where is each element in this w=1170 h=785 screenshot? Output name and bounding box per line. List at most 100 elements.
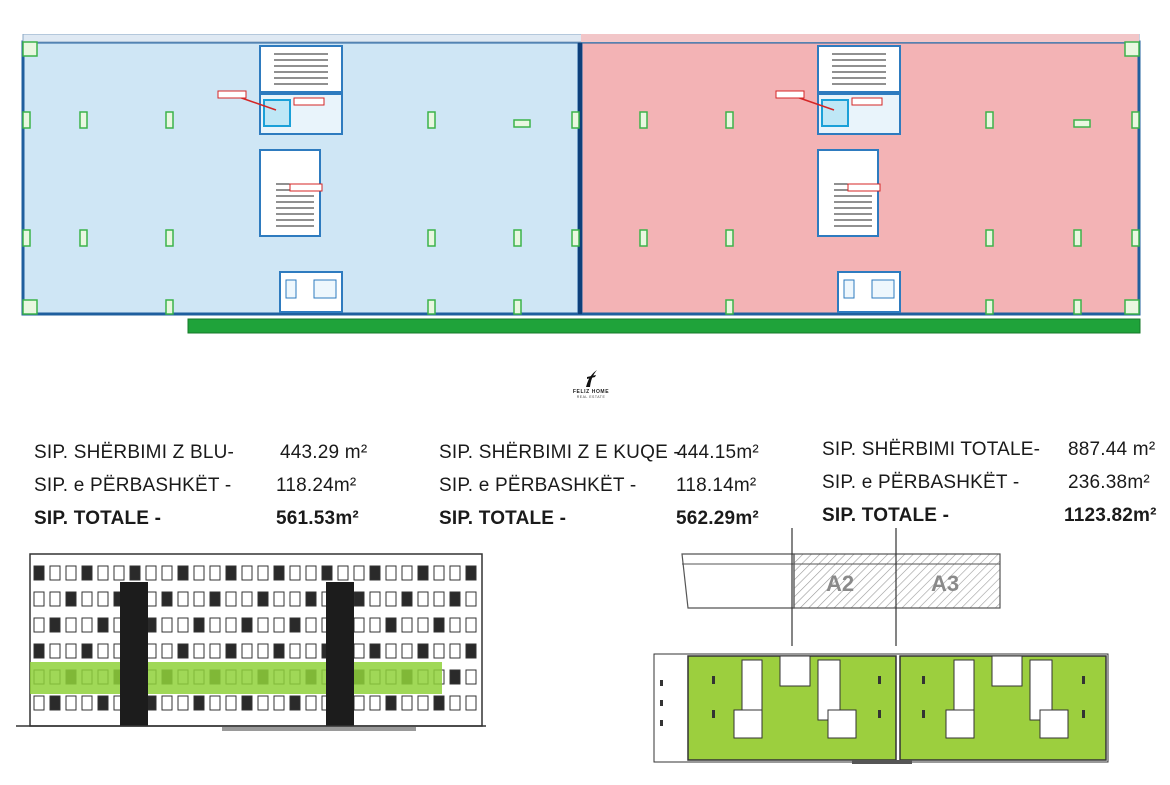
facade-window	[177, 695, 189, 711]
facade-window	[161, 643, 173, 659]
facade-window	[305, 591, 317, 607]
facade-window	[417, 591, 429, 607]
facade-window	[353, 591, 365, 607]
facade-window	[97, 617, 109, 633]
facade-window	[209, 565, 221, 581]
facade-window	[33, 643, 45, 659]
facade-window	[177, 643, 189, 659]
facade-window	[385, 643, 397, 659]
facade-window	[97, 695, 109, 711]
facade-window	[369, 643, 381, 659]
facade-window	[385, 617, 397, 633]
facade-window	[49, 695, 61, 711]
facade-window	[369, 617, 381, 633]
facade-window	[177, 591, 189, 607]
area-label: SIP. e PËRBASHKËT -	[34, 475, 232, 496]
green-floor-drawing	[653, 653, 1109, 764]
facade-window	[241, 565, 253, 581]
area-value: 236.38m²	[1068, 472, 1150, 493]
area-block-blue: SIP. SHËRBIMI Z BLU- 443.29 m² SIP. e PË…	[34, 436, 394, 535]
facade-window	[225, 591, 237, 607]
facade-window	[161, 695, 173, 711]
facade-window	[33, 565, 45, 581]
area-label: SIP. SHËRBIMI Z BLU-	[34, 442, 235, 463]
facade-window	[161, 617, 173, 633]
facade-window	[193, 643, 205, 659]
facade-window	[225, 617, 237, 633]
facade-window	[97, 565, 109, 581]
facade-window	[401, 643, 413, 659]
facade-window	[401, 565, 413, 581]
key-plan-drawing: A2 A3	[681, 528, 1001, 646]
area-label: SIP. TOTALE -	[439, 508, 567, 529]
facade-window	[225, 643, 237, 659]
key-plan: A2 A3	[676, 528, 1006, 648]
facade-window	[193, 695, 205, 711]
facade-window	[65, 565, 77, 581]
area-block-total: SIP. SHËRBIMI TOTALE- 887.44 m² SIP. e P…	[822, 433, 1164, 532]
facade-window	[305, 695, 317, 711]
facade-window	[369, 695, 381, 711]
facade-window	[449, 617, 461, 633]
facade-window	[465, 643, 477, 659]
area-row: SIP. e PËRBASHKËT - 118.24m²	[34, 469, 394, 502]
key-unit-a3: A3	[931, 571, 959, 596]
facade-window	[49, 565, 61, 581]
facade-window	[337, 565, 349, 581]
area-row-total: SIP. TOTALE - 1123.82m²	[822, 499, 1164, 532]
area-value: 1123.82m²	[1064, 505, 1157, 526]
area-value: 118.24m²	[276, 475, 357, 496]
key-unit-a2: A2	[826, 571, 854, 596]
facade-window	[305, 643, 317, 659]
facade-window	[241, 591, 253, 607]
area-label: SIP. e PËRBASHKËT -	[822, 472, 1020, 493]
facade-window	[401, 617, 413, 633]
facade-window	[65, 643, 77, 659]
facade-window	[49, 643, 61, 659]
facade-window	[33, 591, 45, 607]
facade-window	[241, 643, 253, 659]
logo-sub-text: REAL ESTATE	[576, 395, 606, 399]
facade-window	[273, 643, 285, 659]
area-row: SIP. SHËRBIMI Z BLU- 443.29 m²	[34, 436, 394, 469]
core-right	[817, 45, 901, 313]
facade-window	[81, 591, 93, 607]
facade-window	[97, 591, 109, 607]
area-label: SIP. e PËRBASHKËT -	[439, 475, 637, 496]
facade-window	[273, 695, 285, 711]
facade-window	[257, 643, 269, 659]
area-row: SIP. e PËRBASHKËT - 118.14m²	[439, 469, 789, 502]
facade-window	[49, 591, 61, 607]
facade-window	[65, 591, 77, 607]
facade-window	[177, 617, 189, 633]
area-value: 443.29 m²	[280, 442, 368, 463]
facade-window	[33, 695, 45, 711]
feliz-logo-mark-icon	[586, 370, 597, 387]
facade-window	[273, 617, 285, 633]
facade-green-band	[30, 662, 442, 694]
facade-window	[449, 669, 461, 685]
facade-window	[369, 591, 381, 607]
facade-window	[449, 643, 461, 659]
facade-window	[305, 617, 317, 633]
facade-window	[465, 565, 477, 581]
green-floor-plan	[652, 650, 1112, 768]
area-row: SIP. SHËRBIMI TOTALE- 887.44 m²	[822, 433, 1164, 466]
facade-window	[401, 591, 413, 607]
area-value: 561.53m²	[276, 508, 359, 529]
facade-window	[385, 591, 397, 607]
facade-window	[385, 695, 397, 711]
facade-window	[433, 617, 445, 633]
facade-window	[353, 643, 365, 659]
facade-window	[209, 643, 221, 659]
area-value: 118.14m²	[676, 475, 757, 496]
facade-window	[417, 695, 429, 711]
facade-window	[161, 591, 173, 607]
facade-window	[433, 643, 445, 659]
logo-brand-text: FELIZ HOME	[572, 389, 610, 395]
facade-window	[433, 591, 445, 607]
feliz-home-logo: FELIZ HOME REAL ESTATE	[560, 365, 622, 415]
facade-window	[241, 695, 253, 711]
area-row: SIP. SHËRBIMI Z E KUQE - 444.15m²	[439, 436, 789, 469]
floor-plan-drawing	[21, 34, 1141, 334]
